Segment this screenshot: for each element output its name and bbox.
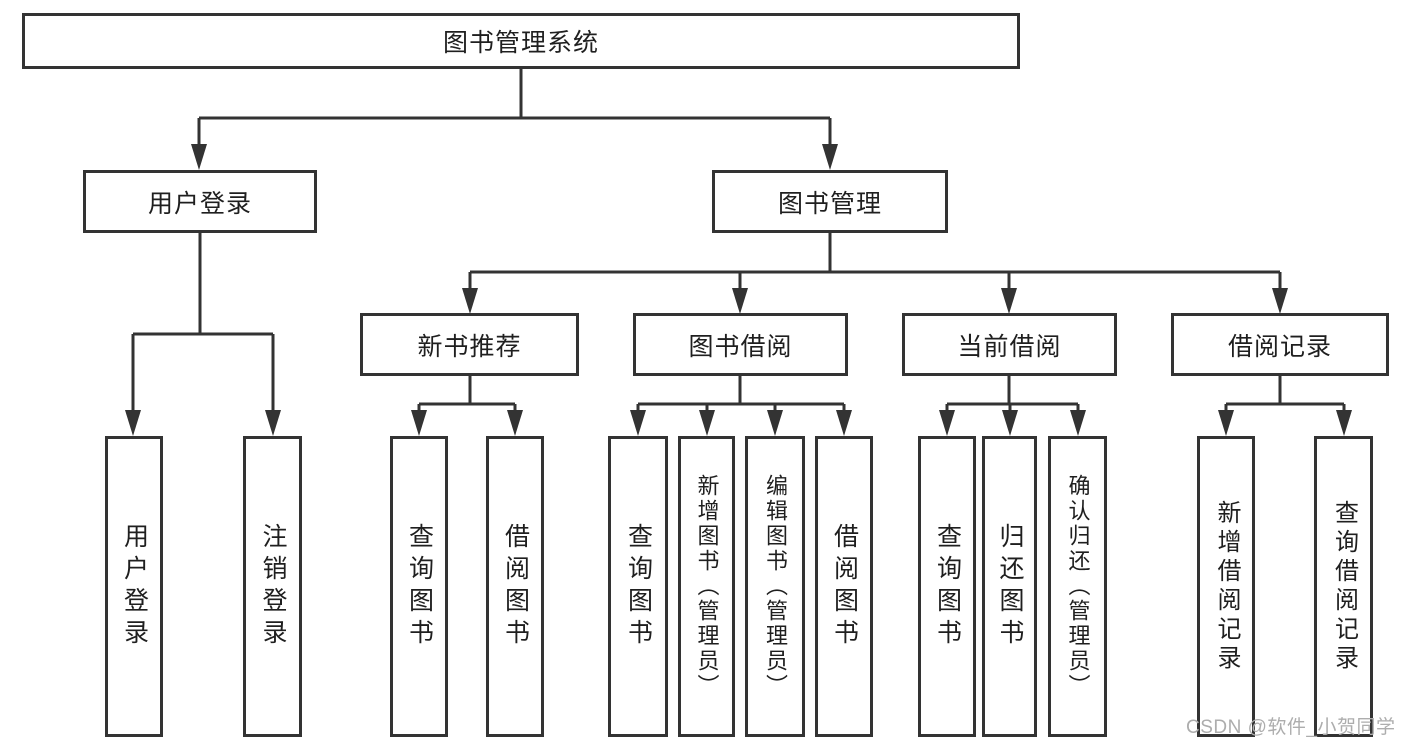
- csdn-watermark: CSDN @软件_小贺同学: [1186, 717, 1396, 738]
- connector-book-management-branch: [462, 232, 1288, 314]
- leaf-return-books: 归还图书: [982, 436, 1037, 737]
- leaf-label: 归还图书: [996, 522, 1024, 651]
- leaf-add-borrow-record: 新增借阅记录: [1197, 436, 1255, 737]
- leaf-confirm-return-admin: 确认归还（管理员）: [1048, 436, 1107, 737]
- leaf-label: 注销登录: [259, 522, 287, 651]
- connector-user-login-branch: [125, 232, 281, 436]
- leaf-query-books-2: 查询图书: [608, 436, 668, 737]
- leaf-borrow-books-2: 借阅图书: [815, 436, 873, 737]
- leaf-label: 查询图书: [405, 522, 434, 651]
- node-label: 图书借阅: [688, 332, 793, 361]
- leaf-query-borrow-record: 查询借阅记录: [1314, 436, 1373, 737]
- connector-root-to-level2: [191, 68, 838, 170]
- leaf-label: 新增图书（管理员）: [694, 474, 720, 699]
- node-label: 新书推荐: [417, 332, 522, 361]
- node-label: 图书管理系统: [442, 29, 599, 57]
- leaf-label: 用户登录: [120, 522, 149, 651]
- node-book-management: 图书管理: [712, 170, 948, 233]
- leaf-label: 借阅图书: [501, 522, 530, 651]
- node-label: 图书管理: [777, 189, 882, 218]
- leaf-user-login: 用户登录: [105, 436, 163, 737]
- node-label: 当前借阅: [957, 332, 1062, 361]
- leaf-borrow-books-1: 借阅图书: [486, 436, 544, 737]
- node-user-login: 用户登录: [83, 170, 317, 233]
- leaf-label: 编辑图书（管理员）: [763, 474, 788, 699]
- leaf-label: 确认归还（管理员）: [1065, 474, 1091, 699]
- connector-borrowing-records-branch: [1218, 376, 1352, 436]
- node-current-borrowing: 当前借阅: [902, 313, 1117, 376]
- node-new-book-recommend: 新书推荐: [360, 313, 579, 376]
- node-book-borrowing: 图书借阅: [633, 313, 848, 376]
- leaf-label: 查询图书: [624, 522, 653, 651]
- leaf-label: 查询图书: [933, 522, 962, 651]
- leaf-add-books-admin: 新增图书（管理员）: [678, 436, 735, 737]
- leaf-edit-books-admin: 编辑图书（管理员）: [745, 436, 805, 737]
- leaf-label: 新增借阅记录: [1213, 499, 1240, 674]
- leaf-label: 借阅图书: [830, 522, 859, 651]
- node-library-management-system: 图书管理系统: [22, 13, 1020, 69]
- connector-current-borrowing-branch: [939, 376, 1086, 436]
- connector-new-book-recommend-branch: [411, 376, 523, 436]
- connector-book-borrowing-branch: [630, 376, 852, 436]
- node-label: 借阅记录: [1227, 332, 1332, 361]
- node-borrowing-records: 借阅记录: [1171, 313, 1389, 376]
- node-label: 用户登录: [147, 189, 252, 218]
- leaf-query-books-1: 查询图书: [390, 436, 448, 737]
- leaf-query-books-3: 查询图书: [918, 436, 976, 737]
- leaf-label: 查询借阅记录: [1330, 499, 1358, 674]
- leaf-logout: 注销登录: [243, 436, 302, 737]
